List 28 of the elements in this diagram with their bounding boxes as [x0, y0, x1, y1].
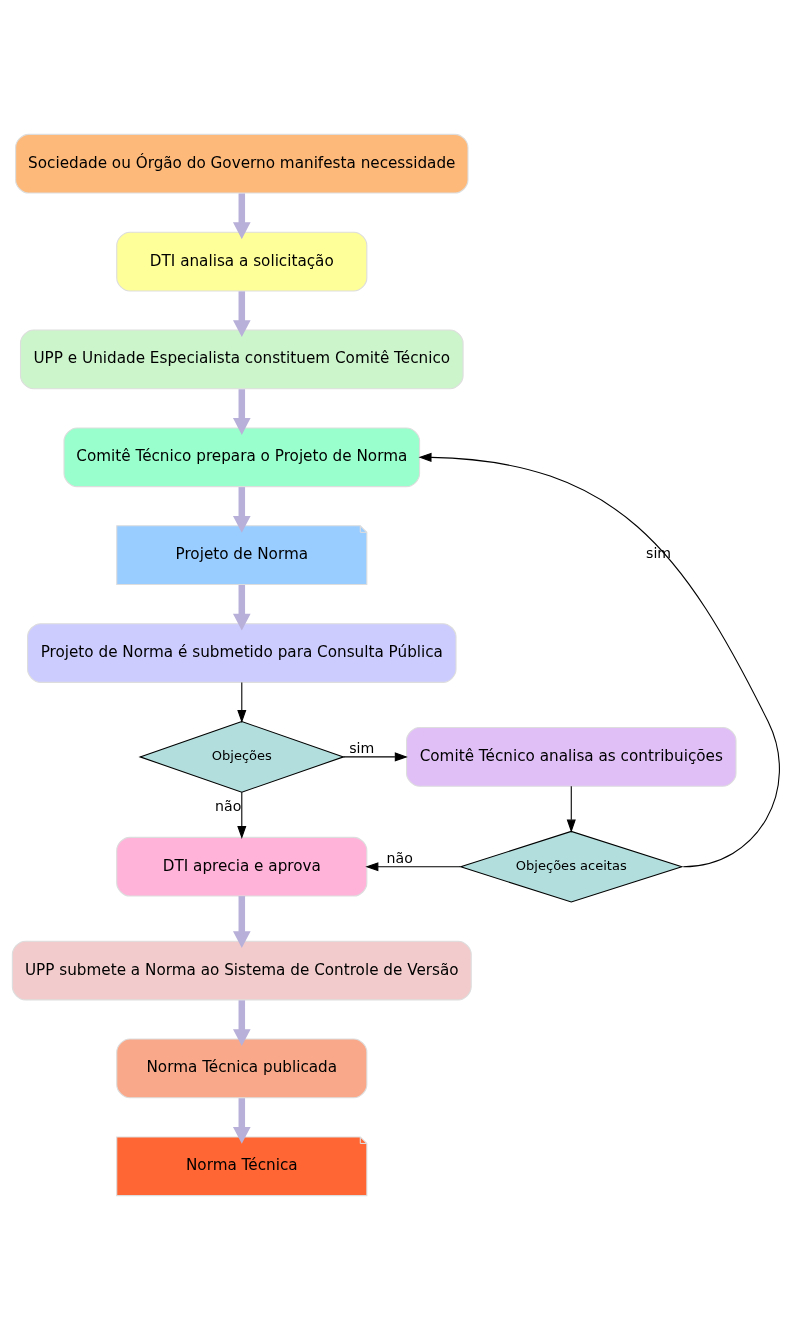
node-box: Comitê Técnico analisa as contribuições [406, 727, 737, 787]
arrow [232, 193, 251, 240]
node-box: DTI aprecia e aprova [116, 836, 368, 897]
node-box: UPP submete a Norma ao Sistema de Controle de Versão [11, 940, 472, 1001]
arrow [418, 452, 780, 868]
node-box: Norma Técnica publicada [116, 1038, 368, 1099]
node-box: DTI analisa a solicitação [116, 231, 368, 292]
node-diamond: Objeções [138, 720, 346, 793]
arrow [232, 896, 251, 948]
arrow [232, 487, 251, 533]
arrow [232, 389, 251, 435]
edge-label: não [386, 849, 413, 866]
node-box: Sociedade ou Órgão do Governo manifesta necessidade [15, 133, 469, 194]
arrow [232, 584, 251, 631]
edge-label: não [215, 798, 242, 815]
arrow [232, 1000, 251, 1046]
node-diamond: Objeções aceitas [458, 830, 684, 903]
arrow [232, 291, 251, 337]
arrow [342, 752, 408, 762]
arrow [365, 862, 461, 872]
arrow [566, 785, 576, 833]
node-box: Projeto de Norma é submetido para Consulta Pública [27, 623, 457, 683]
edge-label: sim [349, 739, 375, 756]
node-box: UPP e Unidade Especialista constituem Comitê Técnico [19, 329, 464, 390]
arrow [237, 681, 247, 724]
arrow [237, 791, 247, 839]
node-box: Comitê Técnico prepara o Projeto de Norma [63, 427, 421, 488]
arrow [232, 1098, 251, 1144]
